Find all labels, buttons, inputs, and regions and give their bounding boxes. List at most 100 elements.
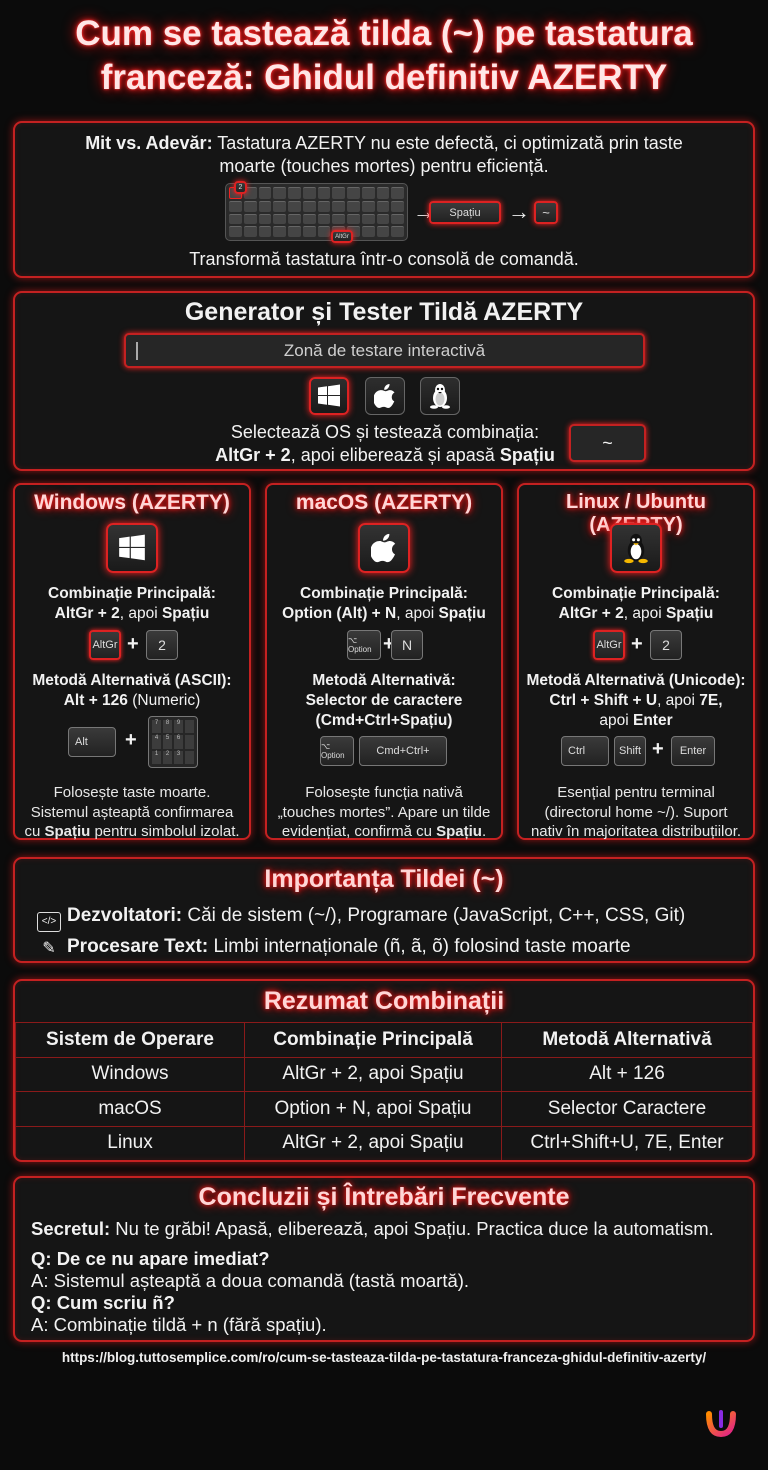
key-2-highlight: 2 (234, 181, 247, 194)
tilde-key: ~ (534, 201, 558, 224)
windows-alt-label: Metodă Alternativă (ASCII): (32, 672, 232, 689)
faq-question-1: Q: De ce nu apare imediat? (31, 1248, 270, 1269)
summary-panel: Rezumat Combinații Sistem de Operare Com… (13, 979, 755, 1162)
linux-alt-label: Metodă Alternativă (Unicode): (526, 672, 746, 689)
myth-text: Mit vs. Adevăr: Tastatura AZERTY nu este… (15, 132, 753, 178)
macos-description: Folosește funcția nativă „touches mortes… (271, 783, 497, 842)
brand-logo-icon (704, 1408, 738, 1442)
macos-main-mid: , apoi (396, 605, 439, 622)
linux-main-combo: AltGr + 2, apoi Spațiu (523, 604, 749, 624)
summary-heading: Rezumat Combinații (263, 987, 505, 1015)
importance-list: </>Dezvoltatori: Căi de sistem (~/), Pro… (37, 901, 685, 962)
document-edit-icon: ✎ (42, 940, 56, 957)
windows-desc-1: Folosește taste moarte. (53, 784, 211, 801)
column-header: Combinație Principală (244, 1022, 502, 1058)
key-2: 2 (146, 630, 178, 660)
linux-main-label: Combinație Principală: (552, 585, 720, 602)
generator-heading: Generator și Tester Tildă AZERTY (184, 298, 584, 326)
numpad-key: 1 (152, 750, 161, 764)
macos-main-label: Combinație Principală: (300, 585, 468, 602)
linux-main-space: Spațiu (665, 605, 714, 622)
windows-desc-2: Sistemul așteaptă confirmarea (30, 803, 234, 821)
linux-main-bold: AltGr + 2 (558, 605, 624, 622)
table-cell: Windows (15, 1056, 245, 1092)
altgr-key: AltGr (593, 630, 625, 660)
faq-answer-2: A: Combinație tildă + n (fără spațiu). (31, 1314, 327, 1335)
key-altgr-highlight: AltGr (331, 230, 353, 243)
numpad-key: 6 (174, 735, 183, 749)
linux-alt-combo: Ctrl + Shift + U (549, 692, 658, 709)
instruction-space: Spațiu (499, 445, 555, 465)
myth-line-2: moarte (touches mortes) pentru eficiență… (219, 156, 549, 176)
apple-icon (358, 523, 410, 573)
numpad-key: 3 (174, 750, 183, 764)
page-title: Cum se tastează tilda (~) pe tastatura f… (0, 12, 768, 100)
macos-main-space: Spațiu (438, 605, 486, 622)
importance-text-text: Limbi internaționale (ñ, ã, õ) folosind … (208, 936, 631, 957)
windows-alt-bold: Alt + 126 (63, 692, 128, 709)
macos-alt-line-3: (Cmd+Ctrl+Spațiu) (315, 712, 453, 729)
space-key: Spațiu (429, 201, 501, 224)
faq-body: Secretul: Nu te grăbi! Apasă, eliberează… (31, 1218, 751, 1336)
myth-rest: Tastatura AZERTY nu este defectă, ci opt… (212, 133, 683, 153)
windows-main-space: Spațiu (161, 605, 210, 622)
linux-alt-mid: , apoi (657, 692, 700, 709)
text-cursor (136, 342, 138, 360)
instruction-line-1: Selectează OS și testează combinația: (230, 422, 540, 442)
windows-desc-3c: pentru simbolul izolat. (90, 823, 240, 840)
linux-alt-line-3: apoi Enter (523, 711, 749, 731)
plus-icon: + (125, 729, 137, 751)
option-key: ⌥ Option (347, 630, 381, 660)
windows-desc-3a: cu (24, 823, 45, 840)
windows-alt-combo: Alt + 126 (Numeric) (19, 691, 245, 711)
table-row: macOS Option + N, apoi Spațiu Selector C… (15, 1091, 753, 1127)
code-icon: </> (37, 912, 61, 932)
column-header: Metodă Alternativă (501, 1022, 753, 1058)
keyboard-illustration (225, 183, 408, 241)
numpad-key: 4 (152, 735, 161, 749)
source-url[interactable]: https://blog.tuttosemplice.com/ro/cum-se… (61, 1350, 707, 1365)
importance-panel: Importanța Tildei (~) </>Dezvoltatori: C… (13, 857, 755, 963)
table-row: Windows AltGr + 2, apoi Spațiu Alt + 126 (15, 1056, 753, 1092)
linux-alt-enter: Enter (633, 712, 673, 729)
test-input[interactable]: Zonă de testare interactivă (124, 333, 645, 368)
generator-panel: Generator și Tester Tildă AZERTY Zonă de… (13, 291, 755, 471)
generator-instruction: Selectează OS și testează combinația: Al… (195, 421, 575, 467)
macos-desc-3b: Spațiu (436, 823, 482, 840)
numpad-key: 9 (174, 720, 183, 734)
title-line-2: franceză: Ghidul definitiv AZERTY (100, 58, 668, 97)
test-input-placeholder: Zonă de testare interactivă (283, 340, 486, 360)
faq-secret-text: Nu te grăbi! Apasă, eliberează, apoi Spa… (110, 1218, 714, 1239)
linux-icon[interactable] (420, 377, 460, 415)
faq-secret-bold: Secretul: (31, 1218, 111, 1239)
linux-alt-line-2: Ctrl + Shift + U, apoi 7E, (523, 691, 749, 711)
plus-icon: + (383, 633, 395, 655)
table-cell: macOS (15, 1091, 245, 1127)
windows-main-bold: AltGr + 2 (54, 605, 120, 622)
windows-icon[interactable] (309, 377, 349, 415)
numpad-key: 8 (163, 720, 172, 734)
windows-description: Folosește taste moarte. Sistemul așteapt… (19, 783, 245, 842)
numpad-key: 2 (163, 750, 172, 764)
faq-answer-1: A: Sistemul așteaptă a doua comandă (tas… (31, 1270, 470, 1291)
table-cell: Alt + 126 (501, 1056, 753, 1092)
table-cell: AltGr + 2, apoi Spațiu (244, 1056, 502, 1092)
linux-desc-3: nativ în majoritatea distribuțiilor. (530, 823, 742, 840)
instruction-combo: AltGr + 2 (215, 445, 291, 465)
myth-lead: Mit vs. Adevăr: (85, 133, 213, 153)
macos-desc-1: Folosește funcția nativă (305, 784, 463, 801)
numpad-key: 7 (152, 720, 161, 734)
linux-description: Esențial pentru terminal (directorul hom… (523, 783, 749, 842)
cmd-ctrl-key: Cmd+Ctrl+ (359, 736, 447, 766)
ctrl-key: Ctrl (561, 736, 609, 766)
apple-icon[interactable] (365, 377, 405, 415)
table-cell: AltGr + 2, apoi Spațiu (244, 1125, 502, 1160)
faq-panel: Concluzii și Întrebări Frecvente Secretu… (13, 1176, 755, 1342)
importance-item: </>Dezvoltatori: Căi de sistem (~/), Pro… (37, 901, 685, 932)
linux-alt-then: apoi (599, 712, 633, 729)
linux-alt-7e: 7E (699, 692, 719, 709)
numpad-key (185, 750, 194, 764)
windows-icon (106, 523, 158, 573)
numpad-key: 5 (163, 735, 172, 749)
table-cell: Selector Caractere (501, 1091, 753, 1127)
